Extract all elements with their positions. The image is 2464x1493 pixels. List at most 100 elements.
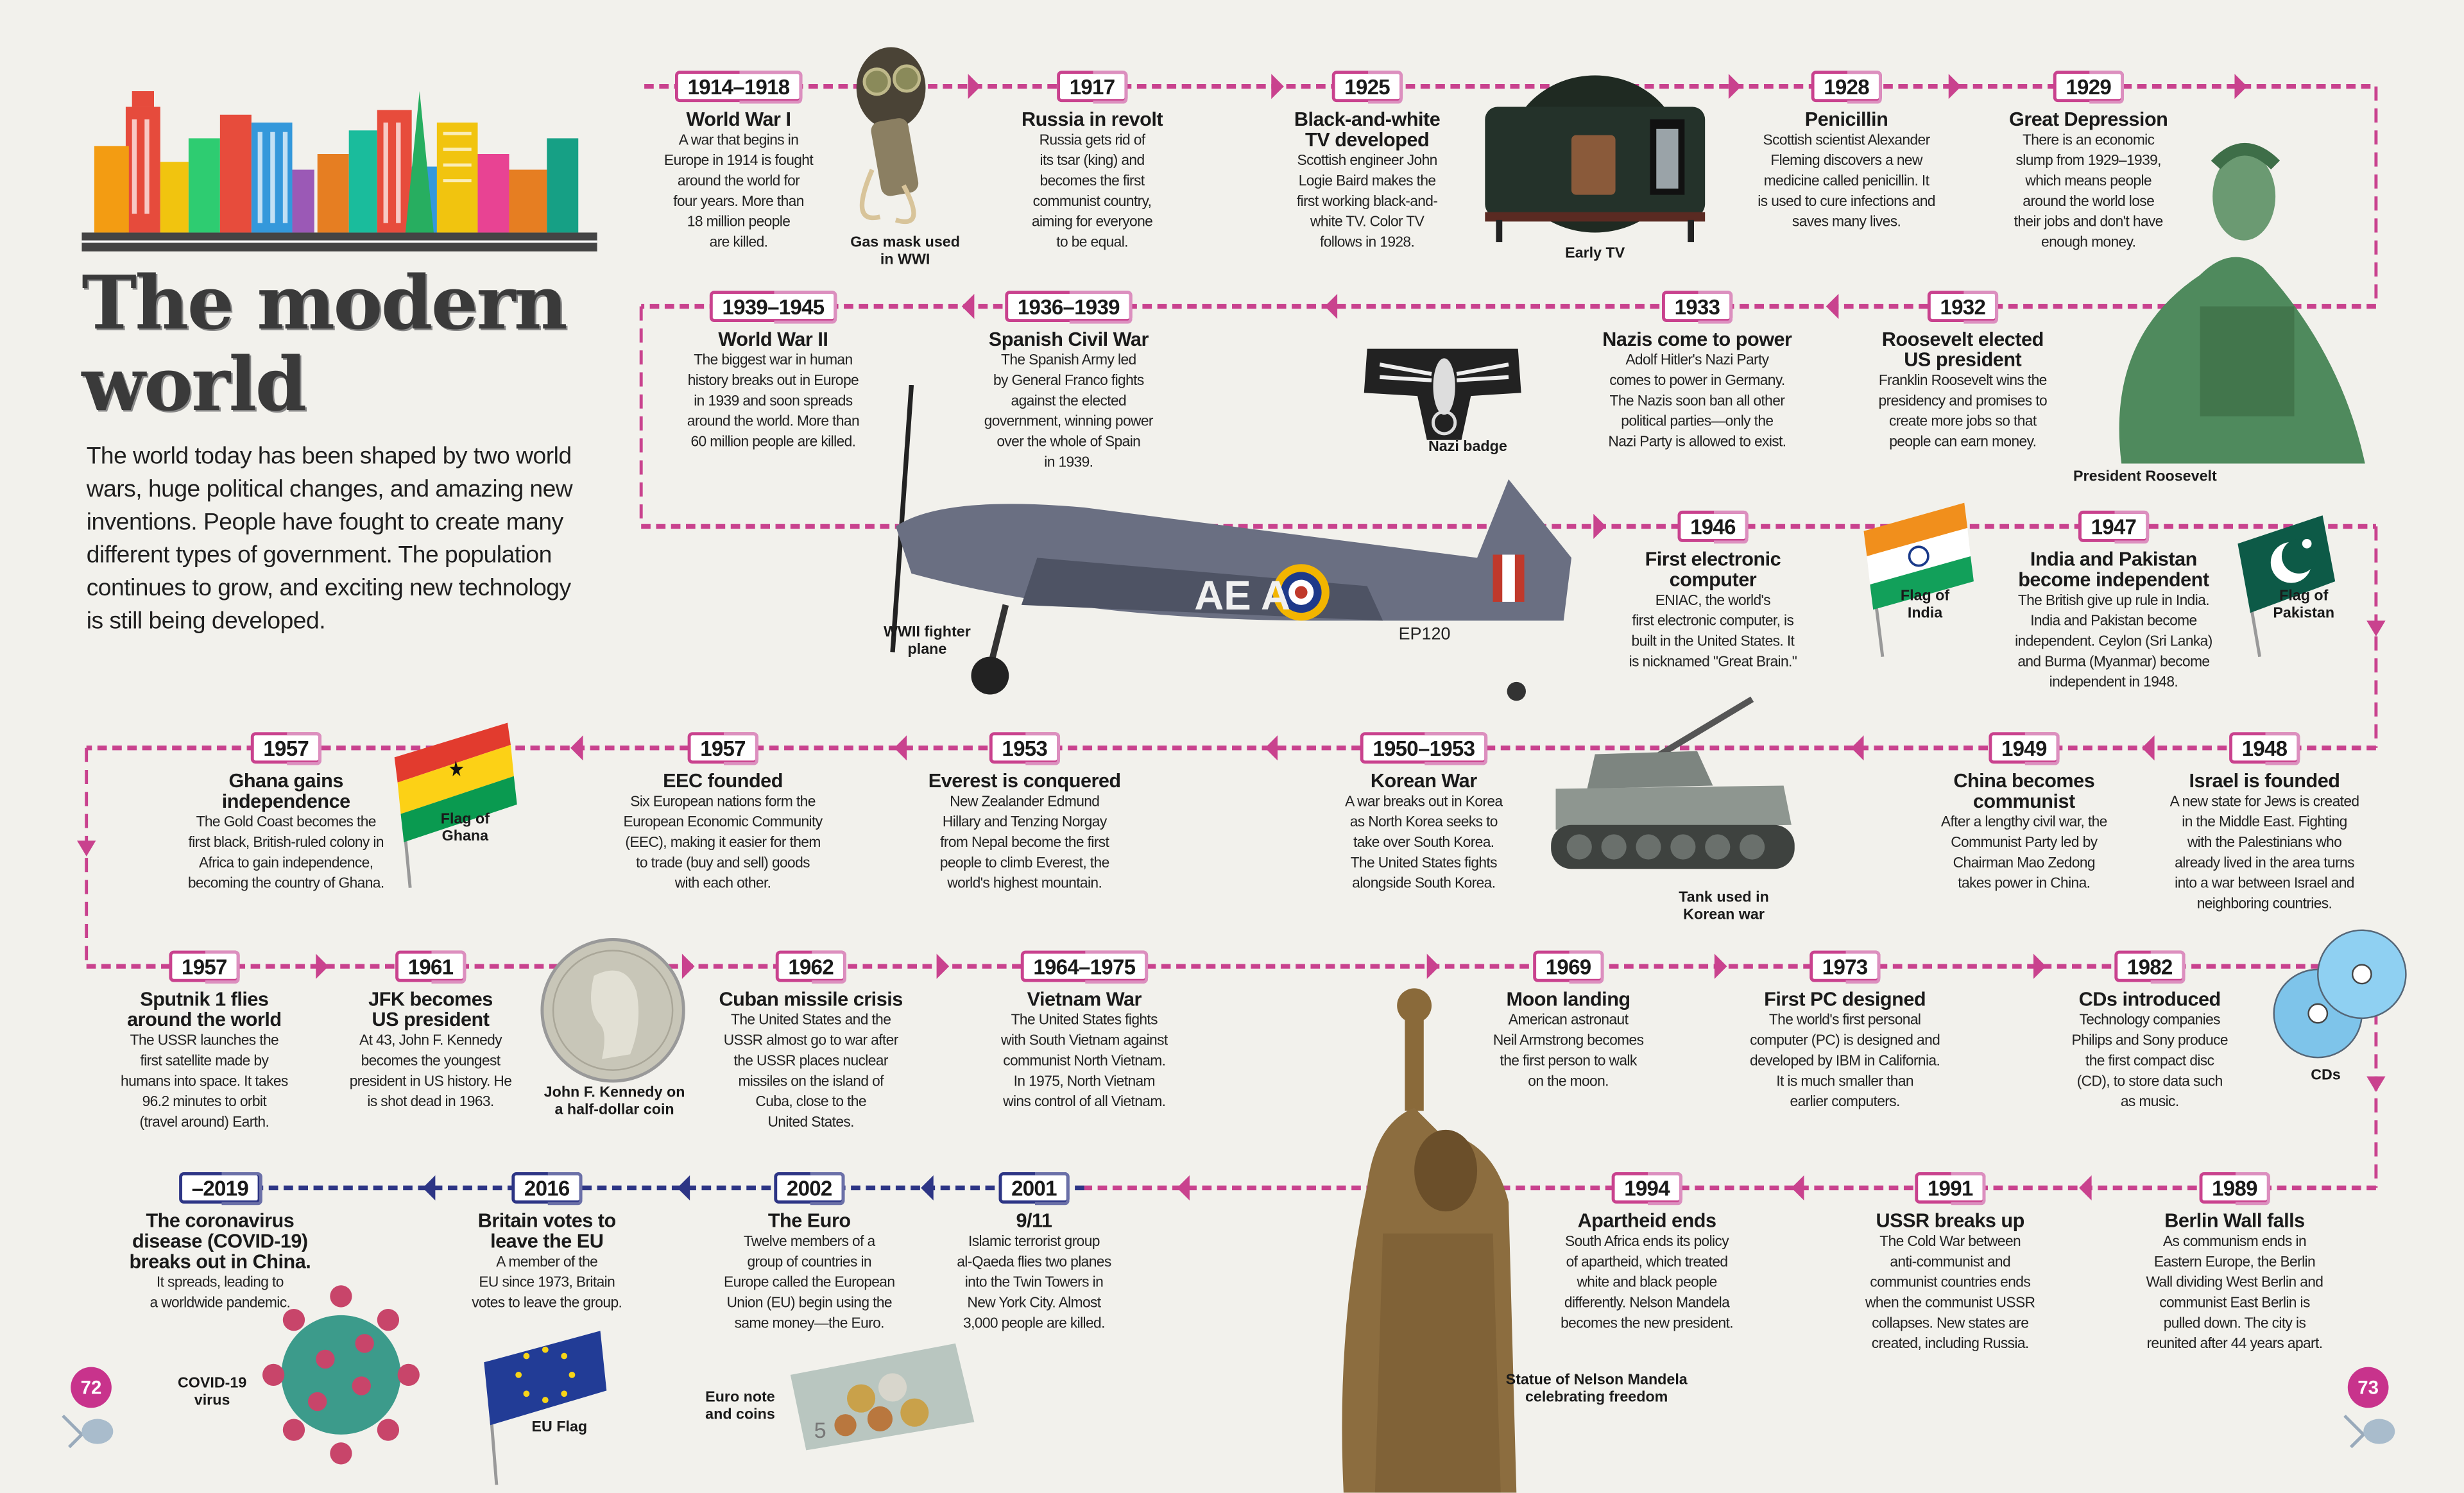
caption-cds: CDs xyxy=(2311,1066,2341,1084)
date-badge: 1947 xyxy=(2078,509,2150,543)
fighter-plane-image: AE A EP120 xyxy=(890,385,1571,701)
date-badge: 1932 xyxy=(1927,289,1999,323)
event-description: Scottish scientist Alexander Fleming dis… xyxy=(1758,132,1935,229)
date-badge: 1928 xyxy=(1811,69,1883,103)
caption-mandela: Statue of Nelson Mandela celebrating fre… xyxy=(1505,1371,1688,1406)
arrow-icon xyxy=(2366,620,2386,636)
date-badge: 1950–1953 xyxy=(1360,731,1488,765)
date-badge: 1949 xyxy=(1989,731,2060,765)
mandela-statue-image xyxy=(1342,988,1517,1493)
event-description: Technology companies Philips and Sony pr… xyxy=(2071,1012,2228,1109)
date-badge: 1962 xyxy=(775,950,847,983)
caption-early-tv: Early TV xyxy=(1565,245,1625,262)
page-title: The modern world xyxy=(81,260,567,429)
event-title: First PC designed xyxy=(1764,988,1926,1011)
caption-virus: COVID-19 virus xyxy=(177,1374,247,1410)
arrow-icon xyxy=(422,1175,436,1201)
event-description: The British give up rule in India. India… xyxy=(2015,592,2212,690)
arrow-icon xyxy=(2366,1076,2386,1093)
plane-serial: EP120 xyxy=(1399,624,1451,644)
arrow-icon xyxy=(316,953,329,979)
event-description: As communism ends in Eastern Europe, the… xyxy=(2146,1233,2323,1351)
event-description: The world's first personal computer (PC)… xyxy=(1750,1012,1940,1109)
date-badge: 1989 xyxy=(2199,1171,2271,1205)
kennedy-coin-image xyxy=(540,938,685,1083)
date-badge: 1957 xyxy=(169,950,241,983)
event-description: Franklin Roosevelt wins the presidency a… xyxy=(1878,372,2048,449)
event-description: ENIAC, the world's first electronic comp… xyxy=(1629,592,1797,669)
event-title: Russia in revolt xyxy=(1021,108,1163,131)
event-title: The coronavirus disease (COVID-19) break… xyxy=(129,1209,311,1273)
event-description: South Africa ends its policy of aparthei… xyxy=(1561,1233,1733,1331)
event-title: CDs introduced xyxy=(2078,988,2221,1011)
event-title: JFK becomes US president xyxy=(368,988,493,1031)
arrow-icon xyxy=(1593,513,1606,540)
date-badge: 1948 xyxy=(2229,731,2300,765)
event-title: Nazis come to power xyxy=(1602,328,1792,351)
event-title: Vietnam War xyxy=(1027,988,1142,1011)
event-title: China becomes communist xyxy=(1953,770,2095,813)
event-title: Everest is conquered xyxy=(928,770,1121,792)
date-badge: 2001 xyxy=(998,1171,1070,1205)
date-badge: 1953 xyxy=(989,731,1061,765)
event-title: India and Pakistan become independent xyxy=(2018,548,2209,591)
tank-image xyxy=(1551,696,1795,869)
date-badge: 2016 xyxy=(511,1171,583,1205)
date-badge: 1991 xyxy=(1915,1171,1986,1205)
event-title: 9/11 xyxy=(1016,1209,1052,1233)
arrow-icon xyxy=(2234,74,2248,99)
date-badge: 1969 xyxy=(1533,950,1604,983)
arrow-icon xyxy=(1271,74,1284,99)
arrow-icon xyxy=(1826,293,1839,320)
arrow-icon xyxy=(1714,953,1727,979)
roosevelt-statue-image xyxy=(2119,142,2365,464)
date-badge: 1914–1918 xyxy=(674,69,803,103)
event-description: A war breaks out in Korea as North Korea… xyxy=(1345,793,1503,891)
arrow-icon xyxy=(936,953,950,979)
event-title: Roosevelt elected US president xyxy=(1881,328,2044,371)
date-badge: 1929 xyxy=(2053,69,2125,103)
date-badge: 1957 xyxy=(250,731,322,765)
arrow-icon xyxy=(894,735,907,761)
event-description: After a lengthy civil war, the Communist… xyxy=(1940,814,2107,891)
page-corner-icon-left xyxy=(62,1414,114,1449)
arrow-icon xyxy=(968,74,981,99)
event-title: Penicillin xyxy=(1804,108,1888,131)
india-flag-image xyxy=(1863,502,1974,657)
event-title: World War II xyxy=(718,328,828,351)
arrow-icon xyxy=(1851,735,1864,761)
event-description: Islamic terrorist group al-Qaeda flies t… xyxy=(957,1233,1111,1331)
event-description: The USSR launches the first satellite ma… xyxy=(121,1032,288,1129)
covid-virus-image xyxy=(262,1285,420,1465)
timeline-event: The coronavirus disease (COVID-19) break… xyxy=(87,1211,354,1313)
event-title: Britain votes to leave the EU xyxy=(477,1209,617,1252)
event-title: USSR breaks up xyxy=(1876,1209,2025,1233)
event-title: Sputnik 1 flies around the world xyxy=(127,988,282,1031)
event-title: Cuban missile crisis xyxy=(719,988,903,1011)
event-description: Scottish engineer John Logie Baird makes… xyxy=(1296,152,1438,250)
event-title: World War I xyxy=(686,108,792,131)
arrow-icon xyxy=(681,953,695,979)
page-corner-icon-right xyxy=(2343,1414,2395,1449)
event-description: Twelve members of a group of countries i… xyxy=(724,1233,895,1331)
arrow-icon xyxy=(2079,1175,2092,1201)
arrow-icon xyxy=(1324,293,1338,320)
page-number-right: 73 xyxy=(2347,1367,2389,1408)
event-title: Israel is founded xyxy=(2189,770,2340,792)
event-description: It spreads, leading to a worldwide pande… xyxy=(150,1274,291,1311)
